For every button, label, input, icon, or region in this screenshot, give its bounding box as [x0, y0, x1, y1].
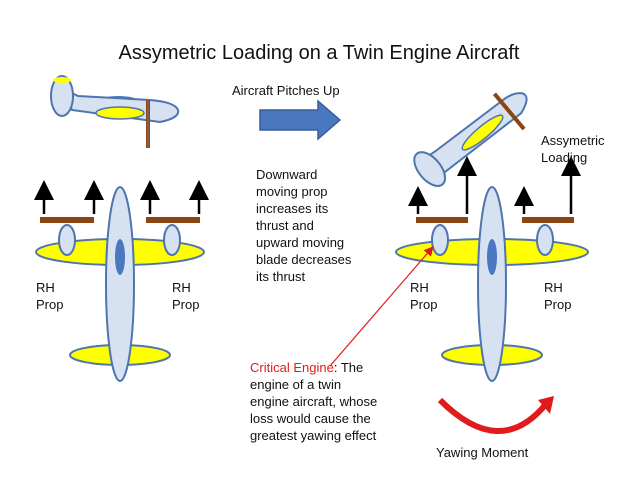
top-view-aircraft-right: [395, 156, 589, 382]
rh-prop-label-left-2: RH Prop: [172, 280, 200, 312]
pitch-up-label: Aircraft Pitches Up: [232, 83, 340, 98]
assymetric-loading-label: Assymetric Loading: [541, 133, 605, 165]
rh-prop-label-right-1: RH Prop: [410, 280, 438, 312]
yawing-moment-arrow: [437, 396, 554, 434]
rh-prop-label-right-2: RH Prop: [544, 280, 572, 312]
critical-engine-text: : The engine of a twin engine aircraft, …: [250, 360, 378, 443]
rh-prop-label-left-1: RH Prop: [36, 280, 64, 312]
side-view-aircraft-pitched: [413, 92, 528, 187]
critical-engine-term: Critical Engine: [250, 360, 334, 375]
critical-engine-pointer: [329, 246, 434, 367]
top-view-aircraft-left: [34, 180, 209, 382]
prop-thrust-note: Downward moving prop increases its thrus…: [256, 167, 352, 284]
diagram-title: Assymetric Loading on a Twin Engine Airc…: [118, 42, 520, 64]
critical-engine-definition: Critical Engine: The engine of a twin en…: [250, 359, 377, 444]
pitch-arrow: [259, 99, 342, 141]
side-view-aircraft-level: [50, 75, 180, 148]
yawing-moment-label: Yawing Moment: [436, 445, 529, 460]
